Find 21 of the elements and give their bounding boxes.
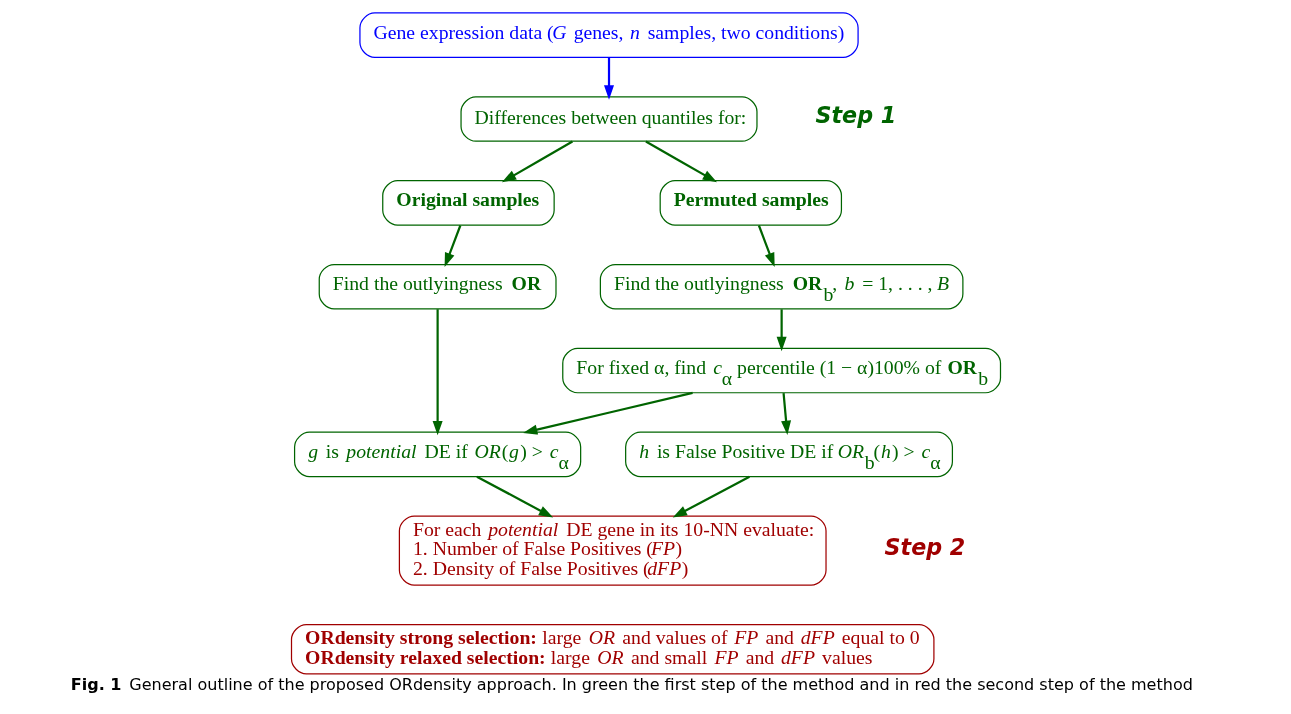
arrow xyxy=(603,57,614,100)
node-box: Find the outlyingness OR xyxy=(318,263,557,310)
node-box: For each potential DE gene in its 10-NN evaluate: 1. Number of False Positives (FP) 2. Density of False Positives (dFP) xyxy=(398,515,827,586)
arrow xyxy=(757,225,775,268)
node-box: ORdensity strong selection: large OR and values of FP and dFP equal to 0 ORdensity relaxed selection: large OR and small FP and dFP values xyxy=(290,623,935,675)
arrow xyxy=(644,140,717,183)
arrow xyxy=(672,475,750,518)
node-box: Original samples xyxy=(381,180,555,226)
label: Step 2 xyxy=(884,533,965,560)
arrow xyxy=(444,225,461,268)
arrow xyxy=(776,309,787,352)
arrow xyxy=(501,140,573,183)
label: Step 1 xyxy=(815,102,896,129)
node-box: Gene expression data (G genes, n samples, two conditions) xyxy=(358,12,859,58)
arrow xyxy=(475,475,553,518)
arrow xyxy=(432,309,443,436)
arrow xyxy=(780,393,791,435)
node-box: Permuted samples xyxy=(659,180,842,226)
node-box: Differences between quantiles for: xyxy=(459,96,758,142)
arrow xyxy=(522,391,693,435)
caption: Fig. 1 General outline of the proposed ORdensity approach. In green the first step of the method and in red the second step of the method xyxy=(70,675,1193,695)
